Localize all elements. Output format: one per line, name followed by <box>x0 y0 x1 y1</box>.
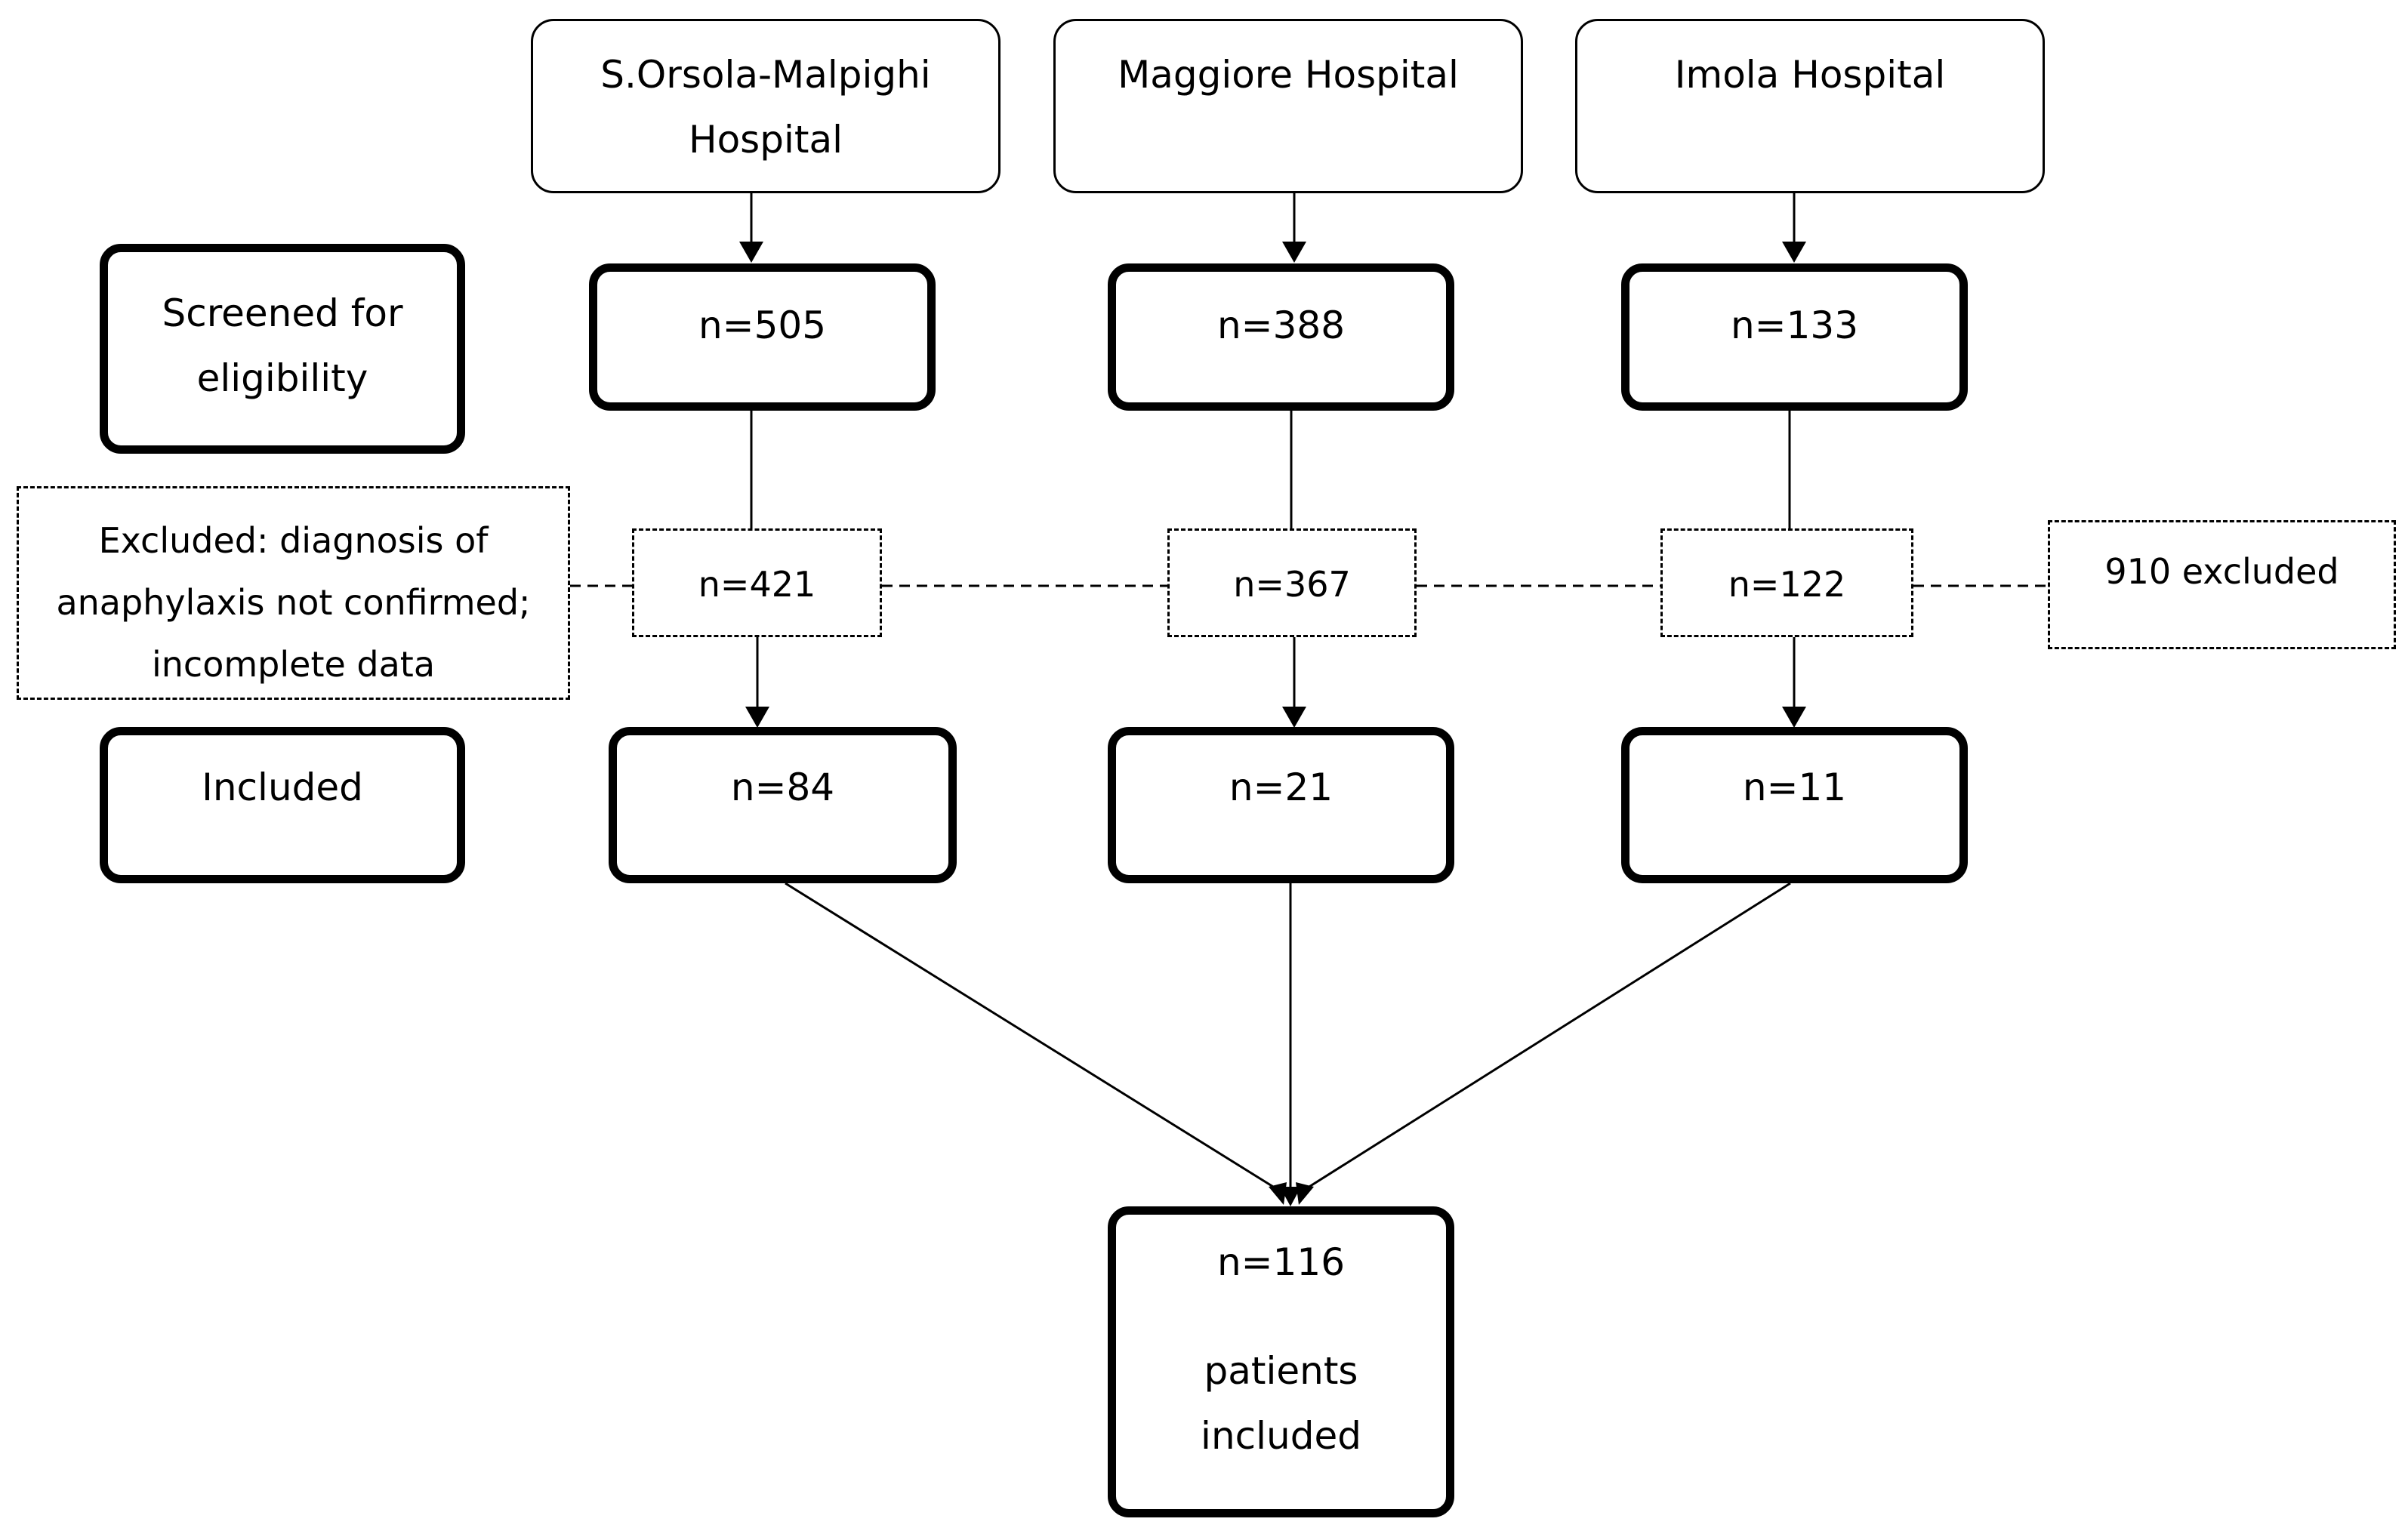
included-label-box: Included <box>100 727 465 883</box>
included-count-s-orsola: n=84 <box>609 727 957 883</box>
screened-label-line1: Screened for <box>162 291 403 335</box>
hospital-name-line2: Hospital <box>688 118 843 162</box>
excluded-reason-box: Excluded: diagnosis of anaphylaxis not c… <box>17 486 570 700</box>
arrowhead-icon <box>739 242 763 263</box>
screened-count-s-orsola: n=505 <box>589 263 936 411</box>
included-count: n=11 <box>1742 766 1847 809</box>
screened-count: n=505 <box>698 303 827 347</box>
arrowhead-icon <box>1296 1182 1314 1205</box>
included-count: n=21 <box>1229 766 1333 809</box>
arrowhead-icon <box>1782 242 1806 263</box>
excluded-count: n=122 <box>1728 564 1846 605</box>
included-count-maggiore: n=21 <box>1108 727 1454 883</box>
arrowhead-icon <box>1782 707 1806 728</box>
hospital-box-maggiore: Maggiore Hospital <box>1053 19 1523 193</box>
screened-label-box: Screened for eligibility <box>100 244 465 454</box>
screened-count: n=133 <box>1730 303 1859 347</box>
screened-count-imola: n=133 <box>1621 263 1968 411</box>
total-label-line1: patients <box>1204 1349 1358 1393</box>
line-included1-to-total <box>785 882 1278 1191</box>
screened-label-line2: eligibility <box>196 356 368 400</box>
excluded-count-imola: n=122 <box>1660 528 1913 637</box>
total-count: n=116 <box>1216 1240 1346 1284</box>
arrowhead-icon <box>1282 707 1306 728</box>
excluded-total-box: 910 excluded <box>2048 520 2396 649</box>
included-count-imola: n=11 <box>1621 727 1968 883</box>
arrowhead-icon <box>1280 1187 1301 1206</box>
hospital-name-line1: Maggiore Hospital <box>1118 53 1459 97</box>
screened-count: n=388 <box>1216 303 1346 347</box>
included-count: n=84 <box>730 766 835 809</box>
excluded-count-maggiore: n=367 <box>1167 528 1417 637</box>
excluded-count: n=367 <box>1233 564 1351 605</box>
included-label: Included <box>202 766 363 809</box>
hospital-name-line1: Imola Hospital <box>1674 53 1946 97</box>
line-included3-to-total <box>1305 882 1791 1191</box>
excluded-total: 910 excluded <box>2104 551 2339 592</box>
excluded-reason-line3: incomplete data <box>151 644 436 685</box>
arrowhead-icon <box>1282 242 1306 263</box>
hospital-box-s-orsola: S.Orsola-Malpighi Hospital <box>531 19 1001 193</box>
total-included-box: n=116 patients included <box>1108 1206 1454 1517</box>
hospital-box-imola: Imola Hospital <box>1575 19 2045 193</box>
total-label-line2: included <box>1201 1414 1361 1458</box>
excluded-count: n=421 <box>698 564 816 605</box>
excluded-count-s-orsola: n=421 <box>632 528 882 637</box>
hospital-name-line1: S.Orsola-Malpighi <box>600 53 931 97</box>
excluded-reason-line2: anaphylaxis not confirmed; <box>56 582 531 623</box>
arrowhead-icon <box>745 707 769 728</box>
excluded-reason-line1: Excluded: diagnosis of <box>98 520 489 561</box>
screened-count-maggiore: n=388 <box>1108 263 1454 411</box>
